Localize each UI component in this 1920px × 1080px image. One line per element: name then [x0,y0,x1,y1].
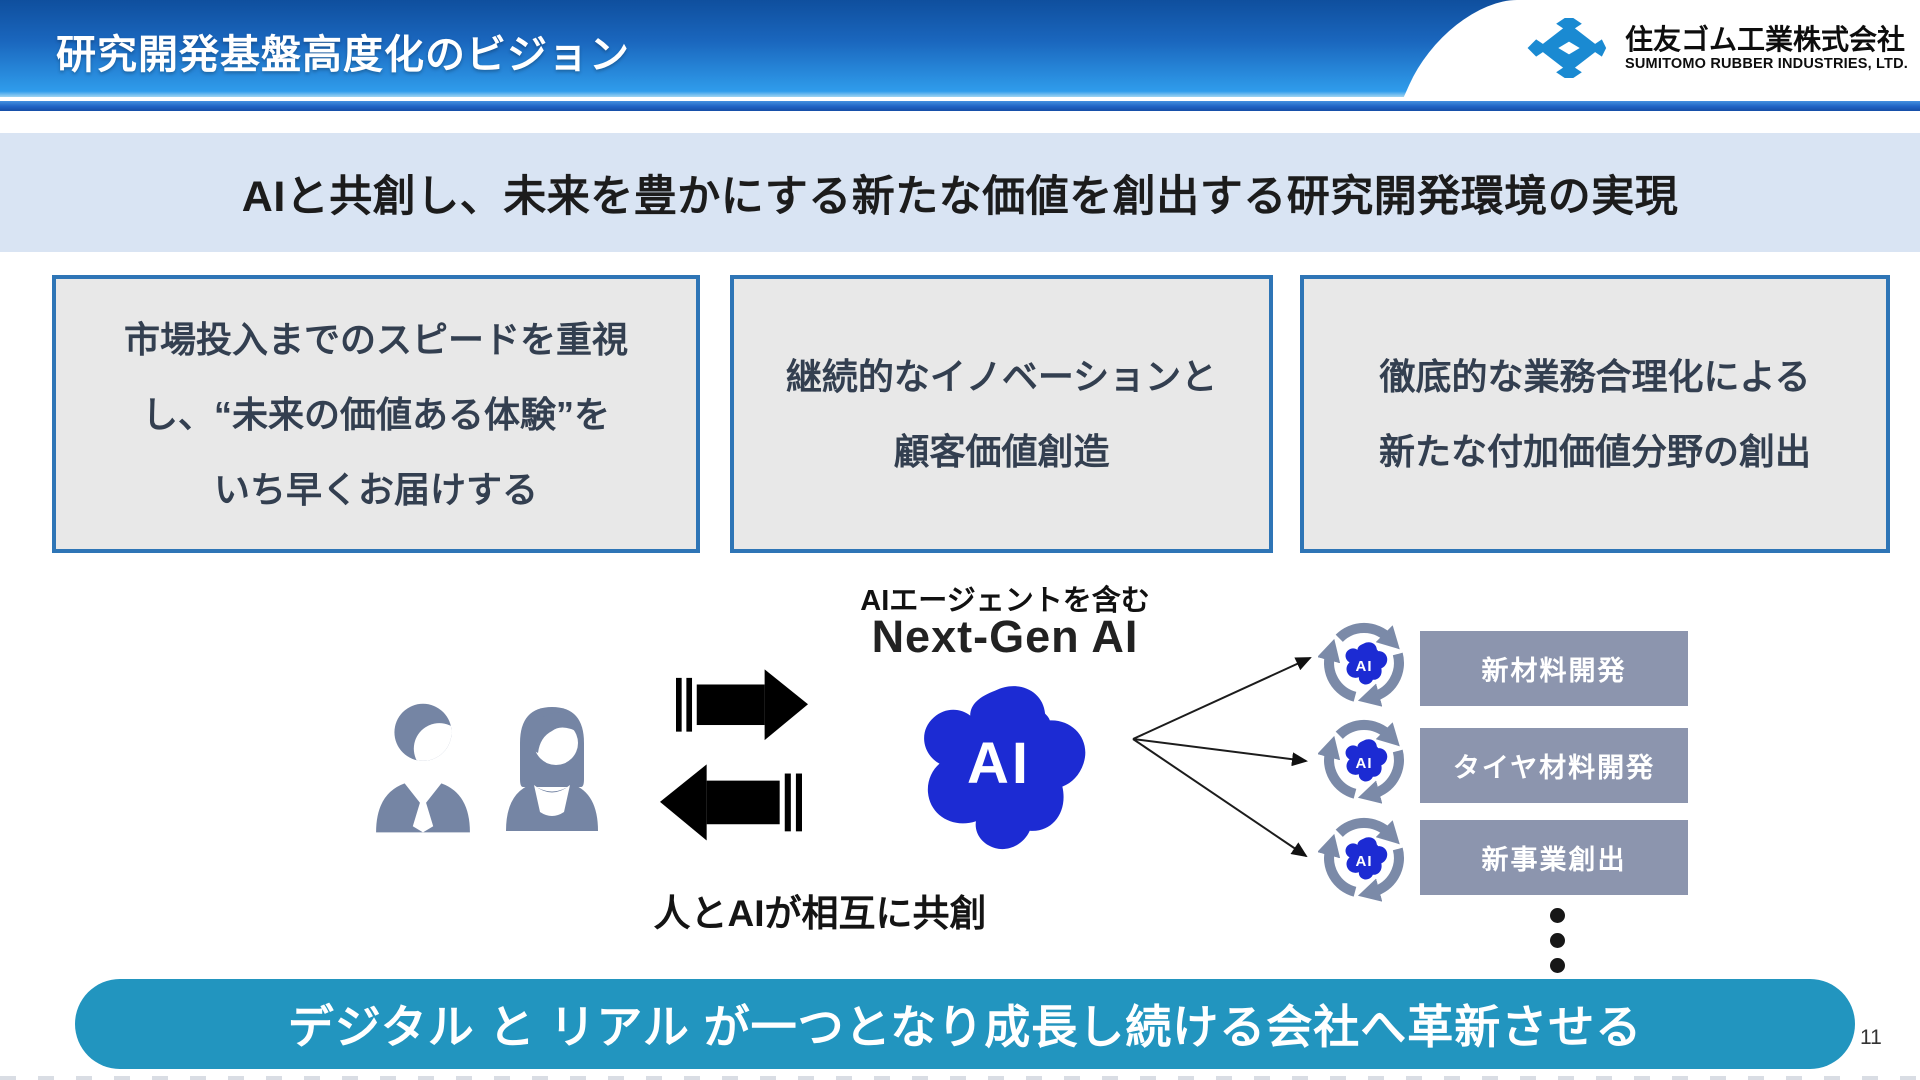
application-label: 新事業創出 [1481,845,1627,875]
dot [1550,908,1565,923]
bottom-banner: デジタル と リアル が一つとなり成長し続ける会社へ革新させる [75,979,1855,1069]
pillar-line: 徹底的な業務合理化による [1379,356,1811,397]
application-box: 新材料開発 [1420,631,1688,706]
woman-icon [506,707,598,831]
accent-stripe [0,101,1920,111]
pillar-line: し、“未来の価値ある体験”を [141,393,610,435]
man-icon [376,703,470,833]
pillar-box-innovation: 継続的なイノベーションと 顧客価値創造 [730,275,1273,553]
page-number: 11 [1860,1026,1882,1049]
application-box: タイヤ材料開発 [1420,728,1688,803]
cocreation-caption: 人とAIが相互に共創 [653,893,987,934]
pillar-line: 顧客価値創造 [893,431,1110,472]
agent-caption: AIエージェントを含む [860,585,1150,617]
dot [1550,958,1565,973]
pillar-line: いち早くお届けする [213,468,538,510]
ai-cycle-icon: AI [1318,714,1410,806]
nextgen-ai-label: Next-Gen AI [871,611,1139,662]
slide-title: 研究開発基盤高度化のビジョン [56,33,630,77]
logo-panel: 住友ゴム工業株式会社 SUMITOMO RUBBER INDUSTRIES, L… [1375,0,1920,97]
ai-cycle-icon: AI [1318,812,1410,904]
ai-blob-icon: AI [903,676,1095,856]
pillar-box-speed: 市場投入までのスピードを重視 し、“未来の価値ある体験”を いち早くお届けする [52,275,700,553]
company-name-en: SUMITOMO RUBBER INDUSTRIES, LTD. [1625,55,1908,72]
company-logo: 住友ゴム工業株式会社 SUMITOMO RUBBER INDUSTRIES, L… [1526,18,1908,78]
pillar-line: 新たな付加価値分野の創出 [1378,431,1811,472]
bottom-banner-text: デジタル と リアル が一つとなり成長し続ける会社へ革新させる [287,1001,1643,1053]
pillar-box-efficiency: 徹底的な業務合理化による 新たな付加価値分野の創出 [1300,275,1890,553]
dot [1550,933,1565,948]
ai-badge-label: AI [1355,755,1373,772]
ai-blob-label: AI [967,730,1031,796]
application-box: 新事業創出 [1420,820,1688,895]
vision-banner-text: AIと共創し、未来を豊かにする新たな価値を創出する研究開発環境の実現 [241,172,1679,221]
pillar-line: 継続的なイノベーションと [785,356,1218,397]
pillar-line: 市場投入までのスピードを重視 [123,318,628,360]
fan-arrows-icon [1132,657,1312,858]
ai-badge-label: AI [1355,658,1373,675]
sumitomo-diamond-icon [1527,18,1607,78]
ai-cycle-icon: AI [1318,617,1410,709]
company-name-ja: 住友ゴム工業株式会社 [1625,23,1906,55]
bottom-dashed-line [0,1076,1920,1080]
ai-badge-label: AI [1355,853,1373,870]
left-arrow-icon [660,764,802,841]
vision-banner: AIと共創し、未来を豊かにする新たな価値を創出する研究開発環境の実現 [0,133,1920,252]
application-label: 新材料開発 [1481,656,1627,686]
application-label: タイヤ材料開発 [1452,753,1656,783]
ellipsis-dots [1550,908,1565,983]
right-arrow-icon [676,669,808,741]
